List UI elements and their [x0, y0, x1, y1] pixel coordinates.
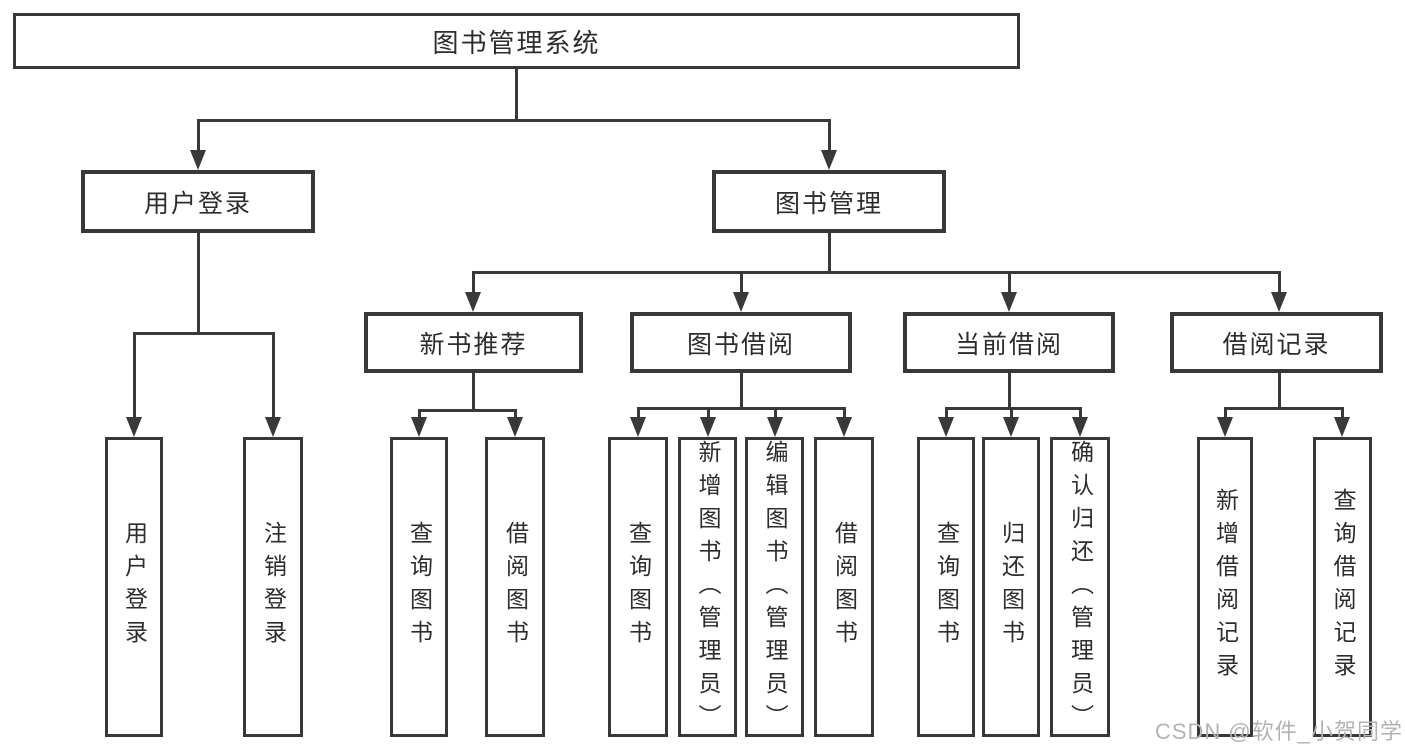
- connector-stem: [1008, 373, 1011, 410]
- connector-stem: [740, 373, 743, 410]
- leaf-logout: 注销登录: [243, 437, 303, 737]
- connector-drop: [1079, 407, 1082, 420]
- arrow-down-icon: [767, 417, 783, 437]
- node-user-login: 用户登录: [81, 170, 315, 233]
- arrow-down-icon: [190, 150, 206, 170]
- connector-drop: [1341, 407, 1344, 420]
- node-root-label: 图书管理系统: [432, 27, 601, 58]
- leaf-logout-label: 注销登录: [260, 521, 287, 653]
- connector-stem: [828, 233, 831, 274]
- connector-drop: [1008, 271, 1011, 295]
- leaf-recommend-borrow-books: 借阅图书: [485, 437, 545, 737]
- connector-bar: [197, 119, 830, 122]
- connector-drop: [945, 407, 948, 420]
- node-book-management-label: 图书管理: [774, 189, 883, 218]
- arrow-down-icon: [836, 417, 852, 437]
- connector-drop: [472, 271, 475, 295]
- node-new-book-recommend: 新书推荐: [364, 312, 583, 373]
- leaf-borrow-query-books-label: 查询图书: [625, 521, 652, 653]
- arrow-down-icon: [411, 417, 427, 437]
- arrow-down-icon: [938, 417, 954, 437]
- connector-bar: [637, 407, 845, 410]
- connector-drop: [1224, 407, 1227, 420]
- leaf-current-confirm-return: 确认归还（管理员）: [1050, 437, 1110, 737]
- leaf-borrow-add-books-label: 新增图书（管理员）: [695, 440, 721, 737]
- arrow-down-icon: [1271, 292, 1287, 312]
- node-book-borrow: 图书借阅: [630, 312, 852, 373]
- connector-drop: [774, 407, 777, 420]
- leaf-records-query-record: 查询借阅记录: [1313, 437, 1372, 737]
- leaf-borrow-borrow-books-label: 借阅图书: [831, 521, 858, 653]
- connector-drop: [843, 407, 846, 420]
- node-user-login-label: 用户登录: [143, 189, 252, 218]
- node-current-borrow: 当前借阅: [903, 312, 1115, 373]
- leaf-borrow-edit-books-label: 编辑图书（管理员）: [762, 440, 788, 737]
- connector-stem: [1278, 373, 1281, 410]
- connector-stem: [472, 373, 475, 411]
- arrow-down-icon: [1001, 292, 1017, 312]
- connector-stem: [515, 69, 518, 121]
- connector-drop: [197, 119, 200, 153]
- connector-bar: [945, 407, 1081, 410]
- arrow-down-icon: [700, 417, 716, 437]
- connector-drop: [272, 332, 275, 420]
- leaf-records-query-record-label: 查询借阅记录: [1330, 488, 1356, 686]
- connector-bar: [133, 332, 274, 335]
- arrow-down-icon: [1003, 417, 1019, 437]
- node-new-book-recommend-label: 新书推荐: [419, 330, 528, 359]
- leaf-borrow-query-books: 查询图书: [608, 437, 668, 737]
- arrow-down-icon: [733, 292, 749, 312]
- arrow-down-icon: [1217, 417, 1233, 437]
- leaf-borrow-add-books: 新增图书（管理员）: [678, 437, 737, 737]
- leaf-records-add-record: 新增借阅记录: [1197, 437, 1253, 737]
- leaf-current-query-books: 查询图书: [917, 437, 975, 737]
- arrow-down-icon: [126, 417, 142, 437]
- connector-drop: [707, 407, 710, 420]
- leaf-current-return-books-label: 归还图书: [998, 521, 1025, 653]
- connector-drop: [828, 119, 831, 153]
- leaf-user-login: 用户登录: [105, 437, 163, 737]
- connector-drop: [418, 409, 421, 420]
- node-borrow-records: 借阅记录: [1170, 312, 1383, 373]
- connector-drop: [637, 407, 640, 420]
- leaf-current-confirm-return-label: 确认归还（管理员）: [1067, 440, 1094, 737]
- node-current-borrow-label: 当前借阅: [954, 330, 1063, 359]
- arrow-down-icon: [1334, 417, 1350, 437]
- leaf-recommend-borrow-books-label: 借阅图书: [502, 521, 529, 653]
- leaf-records-add-record-label: 新增借阅记录: [1212, 488, 1239, 686]
- node-book-management: 图书管理: [712, 170, 946, 233]
- node-borrow-records-label: 借阅记录: [1222, 330, 1331, 359]
- arrow-down-icon: [821, 150, 837, 170]
- arrow-down-icon: [465, 292, 481, 312]
- connector-drop: [133, 332, 136, 420]
- leaf-borrow-borrow-books: 借阅图书: [814, 437, 874, 737]
- leaf-current-return-books: 归还图书: [982, 437, 1040, 737]
- connector-drop: [514, 409, 517, 420]
- node-root: 图书管理系统: [13, 13, 1020, 69]
- leaf-recommend-query-books: 查询图书: [390, 437, 448, 737]
- connector-drop: [740, 271, 743, 295]
- leaf-recommend-query-books-label: 查询图书: [406, 521, 433, 653]
- leaf-borrow-edit-books: 编辑图书（管理员）: [745, 437, 804, 737]
- connector-drop: [1278, 271, 1281, 295]
- connector-bar: [418, 409, 516, 412]
- connector-bar: [1224, 407, 1343, 410]
- csdn-watermark: CSDN @软件_小贺同学: [1154, 719, 1403, 744]
- leaf-current-query-books-label: 查询图书: [933, 521, 960, 653]
- connector-bar: [472, 271, 1280, 274]
- connector-stem: [197, 233, 200, 335]
- arrow-down-icon: [1072, 417, 1088, 437]
- arrow-down-icon: [507, 417, 523, 437]
- arrow-down-icon: [630, 417, 646, 437]
- leaf-user-login-label: 用户登录: [121, 521, 148, 653]
- arrow-down-icon: [265, 417, 281, 437]
- node-book-borrow-label: 图书借阅: [686, 330, 795, 359]
- connector-drop: [1010, 407, 1013, 420]
